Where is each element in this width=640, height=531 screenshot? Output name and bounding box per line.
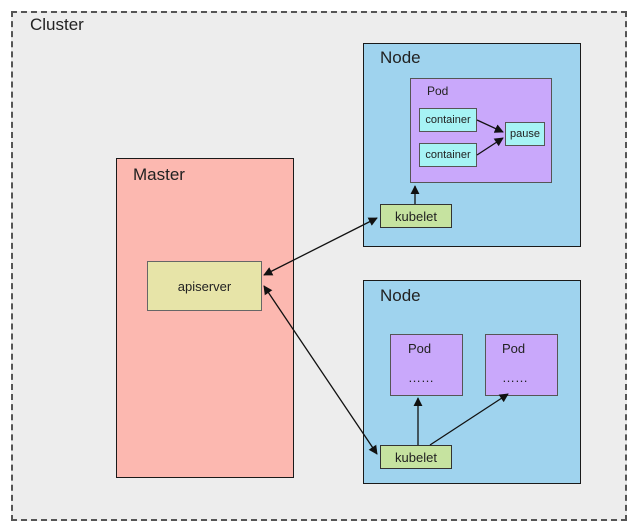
node-2-pod-1-content: …… xyxy=(408,370,434,385)
node-1-label: Node xyxy=(380,48,421,67)
master-label: Master xyxy=(133,165,185,184)
arrow-container-1-pause xyxy=(476,119,504,133)
node-2-pod-1 xyxy=(390,334,463,396)
node-2-pod-2-label: Pod xyxy=(502,341,526,356)
arrow-apiserver-kubelet-2 xyxy=(263,285,378,455)
container-2: container xyxy=(419,143,477,167)
pause-container: pause xyxy=(505,122,545,146)
node-2-label: Node xyxy=(380,286,421,305)
node-2-pod-2-content: …… xyxy=(502,370,528,385)
node-2-pod-2 xyxy=(485,334,558,396)
cluster-label: Cluster xyxy=(30,15,84,34)
arrow-container-2-pause xyxy=(476,137,504,156)
apiserver-box: apiserver xyxy=(147,261,262,311)
arrow-kubelet-2-pod-2 xyxy=(429,393,509,446)
node-2-pod-1-label: Pod xyxy=(408,341,432,356)
node-1-pod-label: Pod xyxy=(427,84,449,98)
arrow-apiserver-kubelet-1 xyxy=(263,217,378,276)
node-2-kubelet: kubelet xyxy=(380,445,452,469)
container-1: container xyxy=(419,108,477,132)
node-1-kubelet: kubelet xyxy=(380,204,452,228)
